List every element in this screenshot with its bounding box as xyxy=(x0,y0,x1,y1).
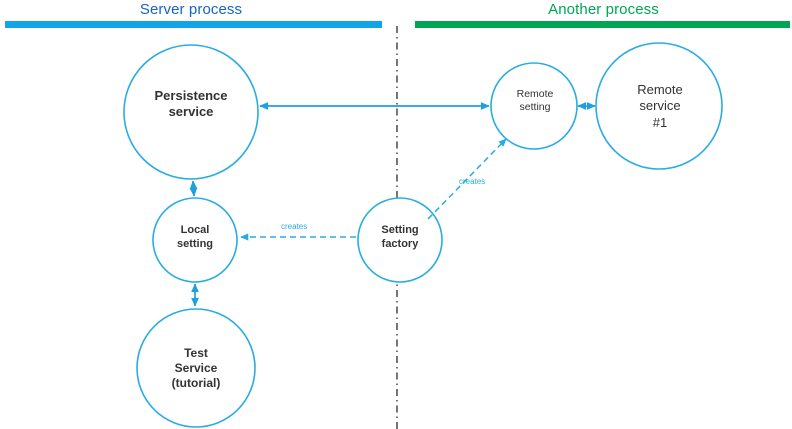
lane-title-server-process: Server process xyxy=(139,1,243,18)
node-setting-factory[interactable] xyxy=(357,197,443,283)
lane-bar-another-process xyxy=(415,21,790,28)
node-persistence-service[interactable] xyxy=(123,44,259,180)
node-remote-service-1[interactable] xyxy=(595,42,723,170)
lane-title-another-process: Another process xyxy=(548,1,659,18)
lane-bar-server-process xyxy=(5,21,382,28)
node-remote-setting[interactable] xyxy=(490,62,578,150)
node-test-service[interactable] xyxy=(136,308,256,428)
edge-persistence-to-local-setting[interactable] xyxy=(189,180,198,197)
node-local-setting[interactable] xyxy=(152,197,238,283)
edge-factory-creates-remote-setting[interactable] xyxy=(427,138,507,220)
